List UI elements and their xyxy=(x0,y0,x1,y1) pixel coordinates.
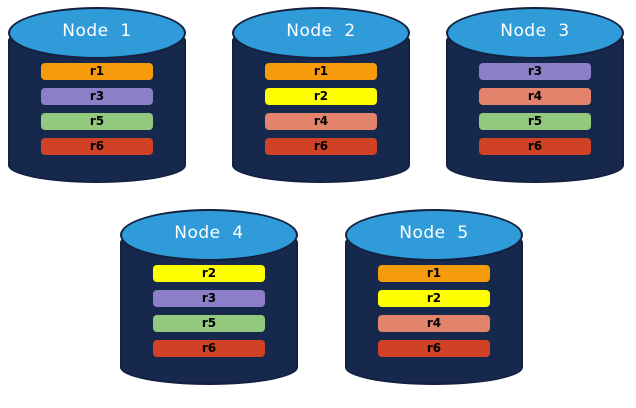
replica-list: r1 r3 r5 r6 xyxy=(41,63,153,155)
cylinder-top-ellipse xyxy=(232,7,410,59)
replica-bar-r3[interactable]: r3 xyxy=(479,63,591,80)
replica-bar-r4[interactable]: r4 xyxy=(479,88,591,105)
replica-bar-r1[interactable]: r1 xyxy=(378,265,490,282)
replica-bar-r6[interactable]: r6 xyxy=(153,340,265,357)
cylinder-top-ellipse xyxy=(345,209,523,261)
replica-list: r1 r2 r4 r6 xyxy=(265,63,377,155)
replica-bar-r3[interactable]: r3 xyxy=(41,88,153,105)
node-label: Node 1 xyxy=(62,21,132,41)
replica-bar-r4[interactable]: r4 xyxy=(265,113,377,130)
replica-bar-r2[interactable]: r2 xyxy=(265,88,377,105)
replica-bar-r6[interactable]: r6 xyxy=(41,138,153,155)
replica-bar-r6[interactable]: r6 xyxy=(479,138,591,155)
replica-bar-r2[interactable]: r2 xyxy=(378,290,490,307)
cylinder-top-ellipse xyxy=(120,209,298,261)
cylinder-top-ellipse xyxy=(8,7,186,59)
replica-list: r3 r4 r5 r6 xyxy=(479,63,591,155)
database-node-2[interactable]: Node 2 r1 r2 r4 r6 xyxy=(232,5,410,190)
cylinder-top-ellipse xyxy=(446,7,624,59)
node-label: Node 5 xyxy=(399,223,469,243)
replica-bar-r5[interactable]: r5 xyxy=(479,113,591,130)
replica-bar-r2[interactable]: r2 xyxy=(153,265,265,282)
database-node-3[interactable]: Node 3 r3 r4 r5 r6 xyxy=(446,5,624,190)
database-node-5[interactable]: Node 5 r1 r2 r4 r6 xyxy=(345,207,523,392)
replica-bar-r4[interactable]: r4 xyxy=(378,315,490,332)
replica-list: r2 r3 r5 r6 xyxy=(153,265,265,357)
replica-bar-r5[interactable]: r5 xyxy=(41,113,153,130)
replica-bar-r5[interactable]: r5 xyxy=(153,315,265,332)
replica-bar-r1[interactable]: r1 xyxy=(41,63,153,80)
node-label: Node 3 xyxy=(500,21,570,41)
replica-bar-r1[interactable]: r1 xyxy=(265,63,377,80)
replica-list: r1 r2 r4 r6 xyxy=(378,265,490,357)
replica-bar-r3[interactable]: r3 xyxy=(153,290,265,307)
database-node-4[interactable]: Node 4 r2 r3 r5 r6 xyxy=(120,207,298,392)
database-node-1[interactable]: Node 1 r1 r3 r5 r6 xyxy=(8,5,186,190)
node-label: Node 2 xyxy=(286,21,356,41)
replica-bar-r6[interactable]: r6 xyxy=(265,138,377,155)
replica-bar-r6[interactable]: r6 xyxy=(378,340,490,357)
node-label: Node 4 xyxy=(174,223,244,243)
